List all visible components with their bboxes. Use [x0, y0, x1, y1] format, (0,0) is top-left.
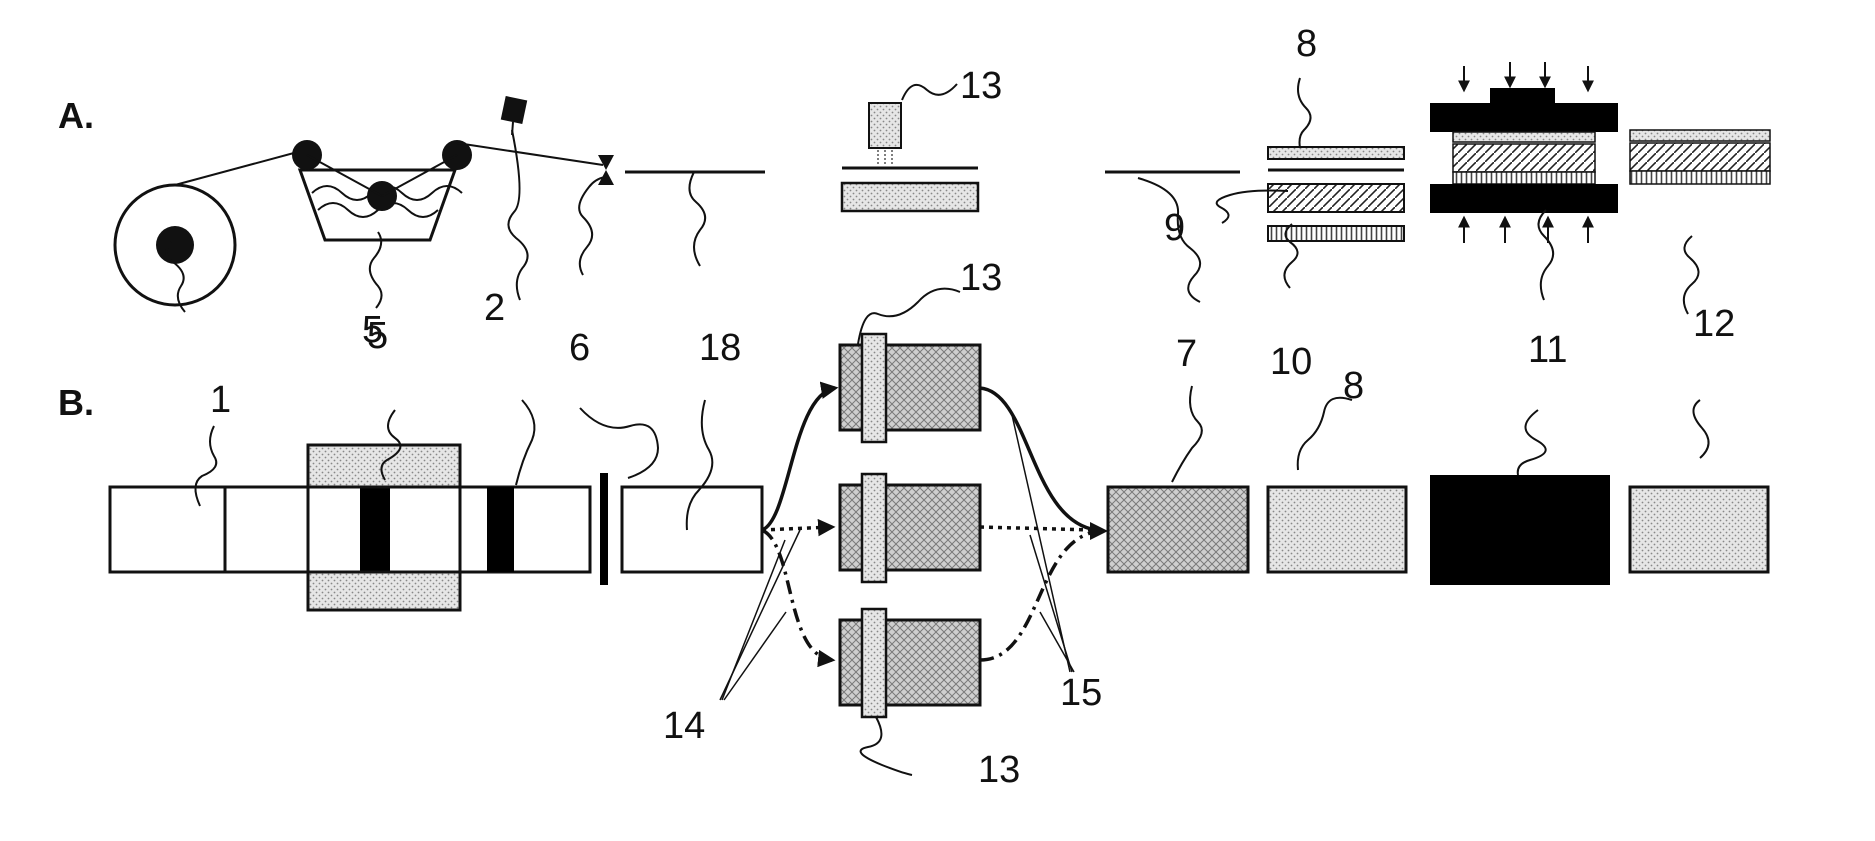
label-11: 11: [1528, 329, 1567, 371]
label-13-c: 13: [978, 749, 1020, 791]
label-13-a: 13: [960, 65, 1002, 107]
laminate: [1630, 130, 1770, 184]
label-14: 14: [663, 705, 705, 747]
cutter: [598, 155, 614, 185]
label-5-b: 5: [362, 309, 383, 351]
label-8-b: 8: [1343, 365, 1364, 407]
label-15: 15: [1060, 672, 1102, 714]
impregnation-bath: [292, 140, 603, 240]
laminate-box: [1630, 487, 1768, 572]
label-9: 9: [1164, 207, 1185, 249]
feed-roll: [115, 150, 305, 305]
press: [1430, 62, 1618, 243]
press-box: [1430, 475, 1610, 585]
label-18: 18: [699, 327, 741, 369]
dispenser-nozzle: [501, 96, 528, 135]
label-7: 7: [1176, 333, 1197, 375]
deposition-unit-middle: [840, 474, 980, 582]
label-8-a: 8: [1296, 23, 1317, 65]
bath-block-bottom: [308, 572, 460, 610]
coated-sheet-box: [1108, 487, 1248, 572]
cutter-bar: [600, 473, 608, 585]
deposition-unit-bottom: [840, 609, 980, 717]
deposition-head-a: [842, 103, 978, 211]
layer-box: [1268, 487, 1406, 572]
label-1: 1: [210, 379, 231, 421]
bath-block-top: [308, 445, 460, 487]
deposition-unit-top: [840, 334, 980, 442]
label-13-b: 13: [960, 257, 1002, 299]
feed-strip: [110, 487, 590, 572]
section-a-label: A.: [58, 95, 94, 136]
label-12: 12: [1693, 303, 1735, 345]
label-10: 10: [1270, 341, 1312, 383]
branch-paths-14: [762, 388, 835, 660]
section-b-label: B.: [58, 382, 94, 423]
